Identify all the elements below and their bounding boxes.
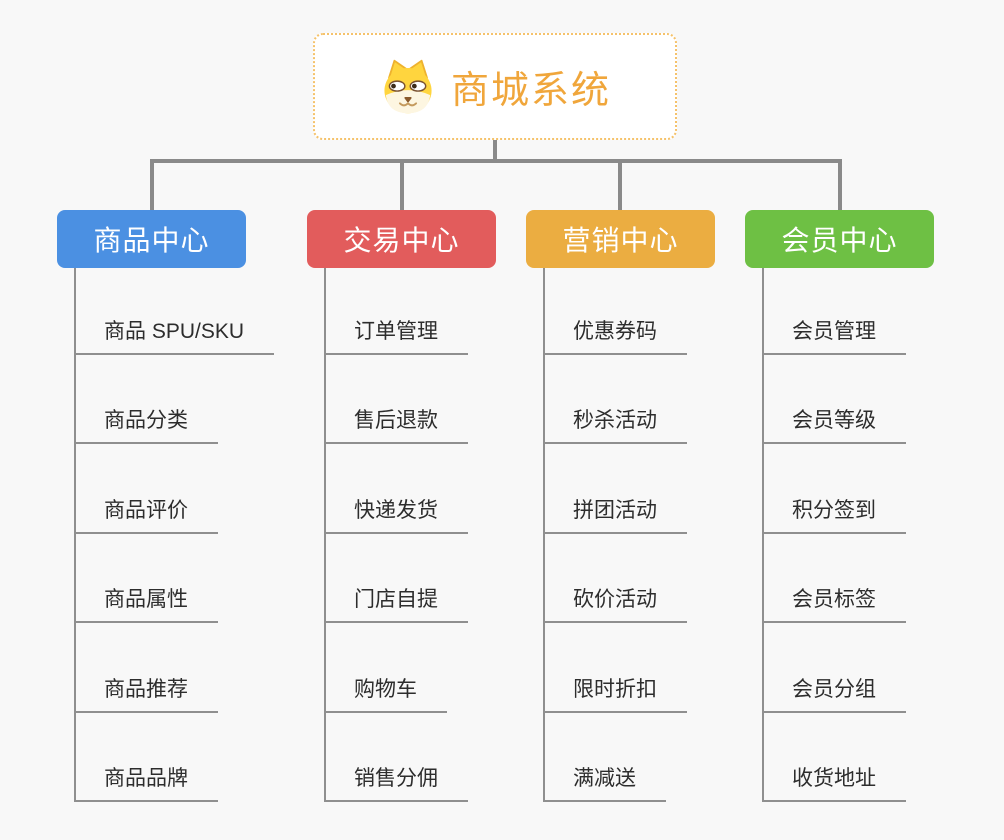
branch-vertical-line <box>762 268 764 800</box>
connector-drop <box>838 159 842 211</box>
leaf-node[interactable]: 商品品牌 <box>74 764 218 802</box>
connector-drop <box>150 159 154 211</box>
leaf-node[interactable]: 售后退款 <box>324 406 468 445</box>
leaf-node[interactable]: 限时折扣 <box>543 675 687 713</box>
branch-product-center: 商品中心 商品 SPU/SKU 商品分类商品评价商品属性商品推荐商品品牌 <box>57 210 275 802</box>
connector-drop <box>400 159 404 211</box>
leaf-node[interactable]: 商品分类 <box>74 406 218 445</box>
dog-face-icon <box>379 58 437 116</box>
root-title: 商城系统 <box>450 70 611 112</box>
leaf-node[interactable]: 秒杀活动 <box>543 406 687 445</box>
root-node[interactable]: 商城系统 <box>313 33 677 140</box>
leaf-node[interactable]: 会员标签 <box>762 585 906 624</box>
branch-node[interactable]: 营销中心 <box>526 210 715 268</box>
branch-marketing-center: 营销中心 优惠券码秒杀活动拼团活动砍价活动限时折扣满减送 <box>526 210 715 802</box>
leaf-node[interactable]: 满减送 <box>543 764 666 802</box>
leaf-node[interactable]: 收货地址 <box>762 764 906 802</box>
leaf-node[interactable]: 会员分组 <box>762 675 906 713</box>
branch-member-center: 会员中心 会员管理会员等级积分签到会员标签会员分组收货地址 <box>745 210 934 802</box>
leaf-node[interactable]: 商品属性 <box>74 585 218 624</box>
leaf-node[interactable]: 商品 SPU/SKU <box>74 317 275 355</box>
connector-root-stub <box>493 140 497 161</box>
branch-node[interactable]: 商品中心 <box>57 210 246 268</box>
leaf-node[interactable]: 会员管理 <box>762 317 906 355</box>
branch-vertical-line <box>543 268 545 800</box>
leaf-node[interactable]: 快递发货 <box>324 496 468 534</box>
leaf-node[interactable]: 积分签到 <box>762 496 906 534</box>
branch-vertical-line <box>324 268 326 800</box>
leaf-node[interactable]: 拼团活动 <box>543 496 687 534</box>
branch-node[interactable]: 交易中心 <box>307 210 496 268</box>
leaf-node[interactable]: 会员等级 <box>762 406 906 445</box>
connector-horizontal-bar <box>150 159 842 163</box>
branch-vertical-line <box>74 268 76 800</box>
leaf-node[interactable]: 商品评价 <box>74 496 218 534</box>
connector-drop <box>618 159 622 211</box>
leaf-node[interactable]: 销售分佣 <box>324 764 468 802</box>
branch-node[interactable]: 会员中心 <box>745 210 934 268</box>
branch-trade-center: 交易中心 订单管理售后退款快递发货门店自提购物车销售分佣 <box>307 210 496 802</box>
leaf-node[interactable]: 商品推荐 <box>74 675 218 713</box>
leaf-node[interactable]: 门店自提 <box>324 585 468 624</box>
leaf-node[interactable]: 购物车 <box>324 675 447 713</box>
leaf-node[interactable]: 砍价活动 <box>543 585 687 624</box>
leaf-node[interactable]: 订单管理 <box>324 317 468 355</box>
leaf-node[interactable]: 优惠券码 <box>543 317 687 355</box>
